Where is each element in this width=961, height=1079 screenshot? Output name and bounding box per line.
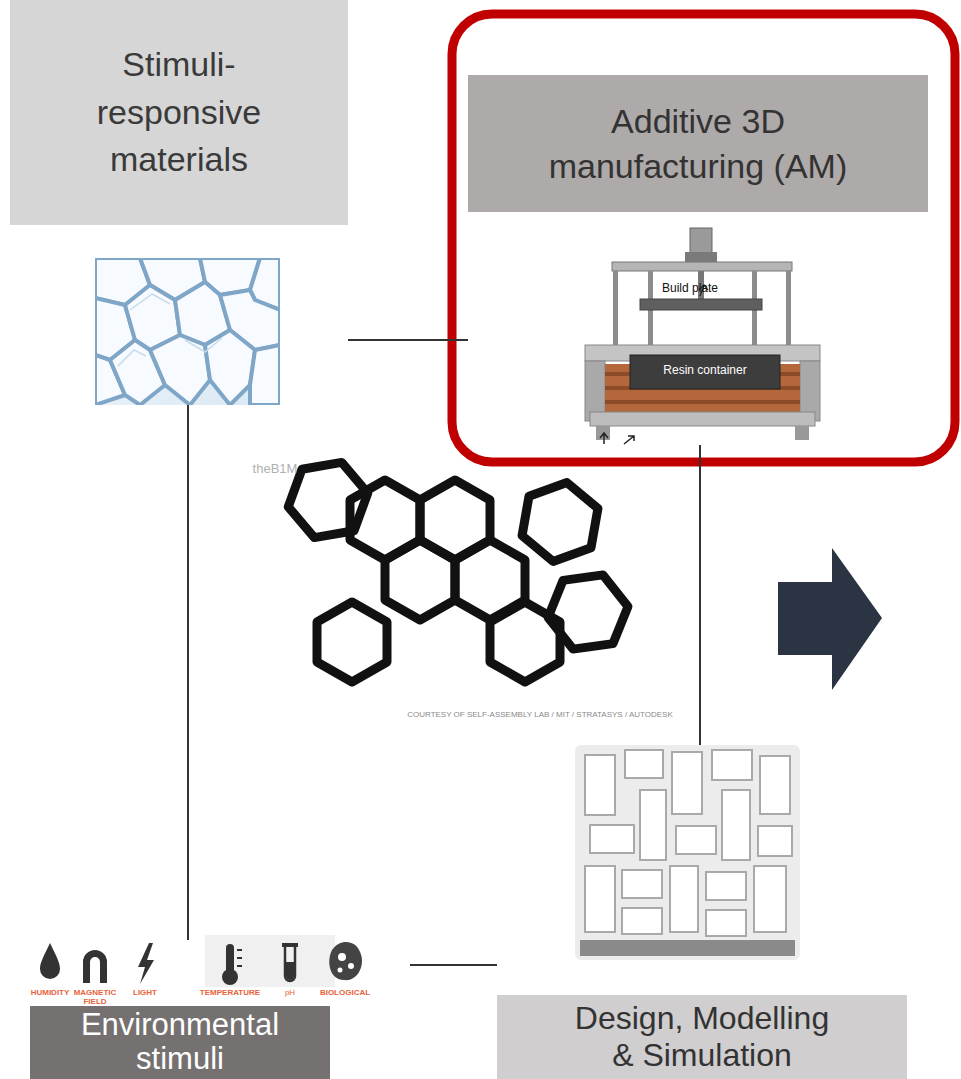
connector-line (410, 964, 497, 966)
lattice-image (575, 745, 800, 960)
concept-node: Design, Modelling & Simulation (497, 745, 907, 1079)
node-title: Additive 3D manufacturing (AM) (533, 99, 863, 187)
title-box: Additive 3D manufacturing (AM) (468, 75, 928, 212)
stimulus-label: BIOLOGICAL (315, 988, 375, 997)
stimulus-label: HUMIDITY (22, 988, 78, 997)
node-title: Design, Modelling & Simulation (567, 1000, 837, 1074)
stimulus-label: pH (275, 988, 305, 997)
part-label: Build plate (650, 282, 730, 296)
connector-line (348, 339, 468, 341)
concept-node: Environmental stimuli (30, 940, 410, 1079)
title-box: Environmental stimuli (30, 1006, 330, 1079)
connector-line (699, 445, 701, 745)
hexagon-structure (281, 450, 635, 682)
title-box: Design, Modelling & Simulation (497, 995, 907, 1079)
printer-image (585, 228, 820, 444)
node-title: Stimuli-responsive materials (89, 41, 269, 184)
concept-node: Additive 3D manufacturing (AM) (468, 75, 928, 445)
stimulus-label: TEMPERATURE (195, 988, 265, 997)
title-box: Stimuli-responsive materials (10, 0, 348, 225)
highlight-frame (452, 14, 955, 462)
node-title: Environmental stimuli (60, 1008, 300, 1077)
watermark: theB1M (250, 462, 300, 477)
part-label: Resin container (645, 364, 765, 378)
flow-arrow (778, 548, 882, 690)
stimulus-label: MAGNETIC FIELD (70, 988, 120, 1006)
connector-line (187, 405, 189, 940)
stimulus-label: LIGHT (125, 988, 165, 997)
stimuli-icons (40, 935, 362, 987)
foam-image (95, 258, 280, 405)
concept-node: Stimuli-responsive materials (10, 0, 348, 405)
credit-note: COURTESY OF SELF-ASSEMBLY LAB / MIT / ST… (385, 710, 695, 719)
